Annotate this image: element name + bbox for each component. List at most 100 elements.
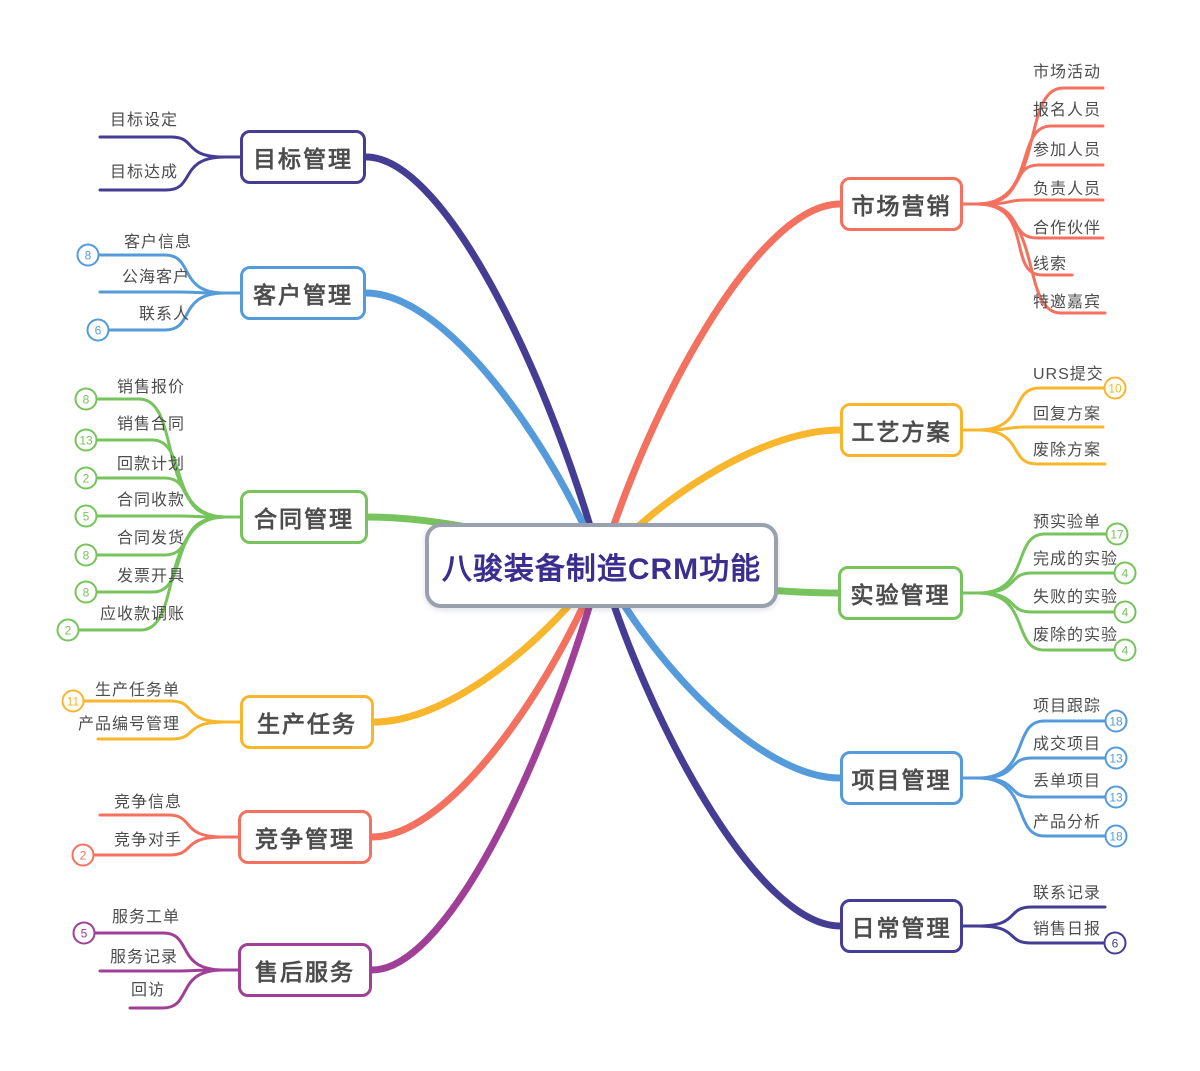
branch-line-abolished-experiments — [976, 591, 1116, 652]
topic-competition-management[interactable]: 竞争管理 — [238, 810, 372, 864]
branch-line-goal-setting — [98, 135, 227, 159]
connector-marketing — [597, 200, 844, 569]
badge-production-task-order: 11 — [61, 689, 85, 713]
branch-line-urs-submission — [976, 386, 1106, 432]
subtopic-payment-plan[interactable]: 回款计划 — [116, 456, 185, 473]
subtopic-lost-projects[interactable]: 丢单项目 — [1033, 773, 1102, 790]
subtopic-registered-people[interactable]: 报名人员 — [1033, 102, 1102, 119]
topic-label-experiment-management: 实验管理 — [850, 582, 951, 608]
subtopic-won-projects[interactable]: 成交项目 — [1033, 736, 1102, 753]
topic-production-tasks[interactable]: 生产任务 — [240, 695, 374, 749]
subtopic-contact-records[interactable]: 联系记录 — [1033, 885, 1102, 902]
badge-invoice-issuing: 8 — [74, 580, 98, 604]
subtopic-sales-daily-report[interactable]: 销售日报 — [1033, 921, 1102, 938]
branch-line-contract-collection — [94, 514, 227, 519]
badge-service-work-order: 5 — [72, 921, 96, 945]
subtopic-completed-experiments[interactable]: 完成的实验 — [1033, 551, 1119, 568]
badge-won-projects: 13 — [1104, 746, 1128, 770]
connector-customer-management — [362, 289, 605, 569]
badge-project-tracking: 18 — [1104, 709, 1128, 733]
topic-after-sales-service[interactable]: 售后服务 — [238, 943, 372, 997]
topic-project-management[interactable]: 项目管理 — [840, 751, 963, 805]
subtopic-partners[interactable]: 合作伙伴 — [1033, 220, 1102, 237]
subtopic-sales-quotation[interactable]: 销售报价 — [116, 379, 185, 396]
badge-contacts: 6 — [86, 318, 110, 342]
topic-goal-management[interactable]: 目标管理 — [240, 130, 366, 184]
subtopic-responsible-people[interactable]: 负责人员 — [1033, 181, 1102, 198]
subtopic-leads[interactable]: 线索 — [1033, 256, 1068, 273]
subtopic-sales-contract[interactable]: 销售合同 — [116, 416, 185, 433]
badge-lost-projects: 13 — [1104, 785, 1128, 809]
topic-daily-management[interactable]: 日常管理 — [840, 899, 963, 953]
subtopic-receivable-adjustment[interactable]: 应收款调账 — [99, 606, 185, 623]
topic-label-contract-management: 合同管理 — [254, 506, 354, 532]
branch-line-customer-info — [96, 253, 227, 295]
branch-line-product-number-management — [96, 720, 227, 741]
subtopic-service-records[interactable]: 服务记录 — [109, 949, 178, 966]
subtopic-urs-submission[interactable]: URS提交 — [1033, 366, 1104, 383]
subtopic-goal-setting[interactable]: 目标设定 — [109, 112, 178, 129]
subtopic-project-tracking[interactable]: 项目跟踪 — [1033, 698, 1102, 715]
badge-competitors: 2 — [71, 843, 95, 867]
branch-line-completed-experiments — [976, 571, 1116, 595]
topic-label-production-tasks: 生产任务 — [257, 711, 357, 737]
subtopic-service-work-order[interactable]: 服务工单 — [111, 909, 180, 926]
branch-line-public-sea-customers — [98, 290, 227, 295]
connector-competition-management — [368, 561, 605, 841]
subtopic-public-sea-customers[interactable]: 公海客户 — [121, 269, 190, 286]
subtopic-failed-experiments[interactable]: 失败的实验 — [1033, 589, 1119, 606]
badge-sales-quotation: 8 — [74, 387, 98, 411]
central-topic-label: 八骏装备制造CRM功能 — [441, 552, 762, 586]
branch-line-return-visit — [128, 968, 225, 1010]
branch-line-competitors — [91, 835, 225, 857]
topic-contract-management[interactable]: 合同管理 — [240, 490, 368, 544]
topic-label-daily-management: 日常管理 — [851, 915, 952, 941]
branch-line-product-analysis — [976, 776, 1107, 838]
topic-label-after-sales-service: 售后服务 — [255, 959, 355, 985]
subtopic-reply-plan[interactable]: 回复方案 — [1033, 406, 1102, 423]
topic-label-marketing: 市场营销 — [851, 193, 952, 219]
subtopic-contacts[interactable]: 联系人 — [138, 306, 190, 323]
topic-experiment-management[interactable]: 实验管理 — [838, 566, 963, 620]
branch-line-goal-achievement — [98, 155, 227, 192]
subtopic-goal-achievement[interactable]: 目标达成 — [109, 164, 178, 181]
branch-line-receivable-adjustment — [76, 515, 227, 632]
topic-label-process-plan: 工艺方案 — [851, 419, 952, 445]
subtopic-product-analysis[interactable]: 产品分析 — [1033, 814, 1102, 831]
subtopic-pre-experiment-order[interactable]: 预实验单 — [1033, 514, 1102, 531]
subtopic-invoice-issuing[interactable]: 发票开具 — [116, 568, 185, 585]
subtopic-customer-info[interactable]: 客户信息 — [123, 234, 192, 251]
subtopic-participants[interactable]: 参加人员 — [1033, 142, 1102, 159]
subtopic-invited-guests[interactable]: 特邀嘉宾 — [1033, 294, 1102, 311]
subtopic-contract-shipment[interactable]: 合同发货 — [116, 530, 185, 547]
subtopic-competitors[interactable]: 竞争对手 — [113, 832, 182, 849]
branch-line-won-projects — [976, 756, 1107, 780]
topic-label-goal-management: 目标管理 — [253, 146, 353, 172]
badge-contract-shipment: 8 — [74, 543, 98, 567]
badge-contract-collection: 5 — [74, 504, 98, 528]
topic-label-project-management: 项目管理 — [851, 767, 952, 793]
subtopic-return-visit[interactable]: 回访 — [130, 982, 165, 999]
subtopic-abolished-experiments[interactable]: 废除的实验 — [1033, 627, 1119, 644]
badge-urs-submission: 10 — [1103, 376, 1127, 400]
branch-line-service-work-order — [92, 931, 225, 972]
branch-line-contacts — [106, 291, 227, 332]
topic-customer-management[interactable]: 客户管理 — [240, 266, 366, 320]
subtopic-market-activities[interactable]: 市场活动 — [1033, 64, 1102, 81]
badge-sales-daily-report: 6 — [1103, 931, 1127, 955]
badge-sales-contract: 13 — [74, 428, 98, 452]
branch-line-abolished-plan — [976, 428, 1107, 466]
badge-customer-info: 8 — [76, 243, 100, 267]
subtopic-contract-collection[interactable]: 合同收款 — [116, 492, 185, 509]
subtopic-competition-info[interactable]: 竞争信息 — [113, 794, 182, 811]
central-topic[interactable]: 八骏装备制造CRM功能 — [425, 523, 778, 608]
subtopic-product-number-management[interactable]: 产品编号管理 — [77, 716, 180, 733]
badge-receivable-adjustment: 2 — [56, 618, 80, 642]
subtopic-production-task-order[interactable]: 生产任务单 — [94, 682, 180, 699]
topic-process-plan[interactable]: 工艺方案 — [840, 403, 963, 457]
subtopic-abolished-plan[interactable]: 废除方案 — [1033, 442, 1102, 459]
topic-marketing[interactable]: 市场营销 — [840, 177, 963, 231]
badge-pre-experiment-order: 17 — [1105, 522, 1129, 546]
